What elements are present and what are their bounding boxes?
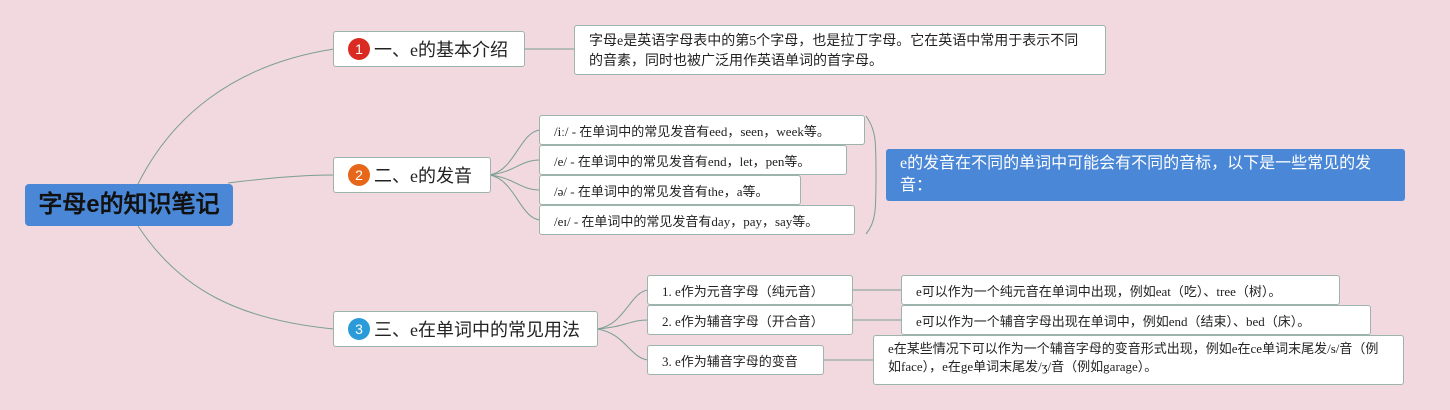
usage-detail[interactable]: e可以作为一个辅音字母出现在单词中，例如end（结束）、bed（床）。 — [901, 305, 1371, 335]
branch-common-usage[interactable]: 3 三、e在单词中的常见用法 — [333, 311, 598, 347]
number-badge: 3 — [348, 318, 370, 340]
usage-item[interactable]: 3. e作为辅音字母的变音 — [647, 345, 824, 375]
usage-detail[interactable]: e可以作为一个纯元音在单词中出现，例如eat（吃）、tree（树）。 — [901, 275, 1340, 305]
pronunciation-item[interactable]: /e/ - 在单词中的常见发音有end，let，pen等。 — [539, 145, 847, 175]
pronunciation-item[interactable]: /ə/ - 在单词中的常见发音有the，a等。 — [539, 175, 801, 205]
number-badge: 2 — [348, 164, 370, 186]
branch-title: 三、e在单词中的常见用法 — [374, 320, 580, 340]
branch-title: 一、e的基本介绍 — [374, 40, 508, 60]
number-badge: 1 — [348, 38, 370, 60]
basic-intro-description[interactable]: 字母e是英语字母表中的第5个字母，也是拉丁字母。它在英语中常用于表示不同的音素，… — [574, 25, 1106, 75]
branch-pronunciation[interactable]: 2 二、e的发音 — [333, 157, 491, 193]
branch-basic-intro[interactable]: 1 一、e的基本介绍 — [333, 31, 525, 67]
usage-item[interactable]: 2. e作为辅音字母（开合音） — [647, 305, 853, 335]
branch-title: 二、e的发音 — [374, 166, 472, 186]
usage-item[interactable]: 1. e作为元音字母（纯元音） — [647, 275, 853, 305]
pronunciation-item[interactable]: /eɪ/ - 在单词中的常见发音有day，pay，say等。 — [539, 205, 855, 235]
root-topic[interactable]: 字母e的知识笔记 — [25, 184, 233, 226]
pronunciation-summary[interactable]: e的发音在不同的单词中可能会有不同的音标，以下是一些常见的发音： — [886, 149, 1405, 201]
pronunciation-item[interactable]: /iː/ - 在单词中的常见发音有eed，seen，week等。 — [539, 115, 865, 145]
usage-detail[interactable]: e在某些情况下可以作为一个辅音字母的变音形式出现，例如e在ce单词末尾发/s/音… — [873, 335, 1404, 385]
